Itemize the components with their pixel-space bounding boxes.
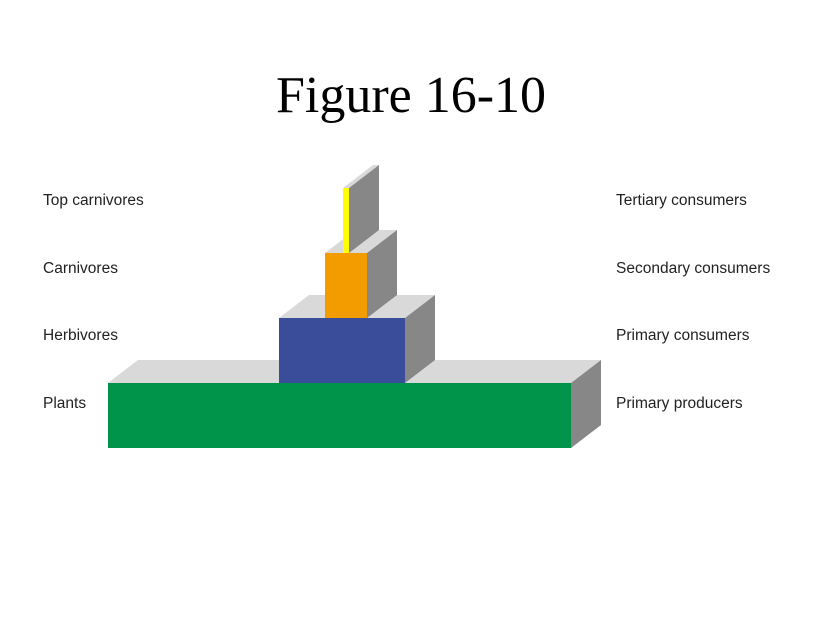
plants-block-side bbox=[571, 360, 601, 448]
plants-block-front bbox=[108, 383, 571, 448]
herbivores-block-side bbox=[405, 295, 435, 383]
right-label-tertiary: Tertiary consumers bbox=[616, 192, 747, 209]
left-label-herbivores: Herbivores bbox=[43, 327, 118, 344]
right-label-primary-consumers: Primary consumers bbox=[616, 327, 750, 344]
left-label-plants: Plants bbox=[43, 395, 87, 412]
top-carnivores-block-top bbox=[343, 165, 379, 188]
left-label-carnivores: Carnivores bbox=[43, 260, 118, 277]
top-carnivores-block-side bbox=[349, 165, 379, 253]
left-label-top-carnivores: Top carnivores bbox=[43, 192, 144, 209]
right-label-secondary: Secondary consumers bbox=[616, 260, 771, 277]
carnivores-block-side bbox=[367, 230, 397, 318]
figure-title: Figure 16-10 bbox=[275, 67, 547, 124]
carnivores-block-front bbox=[325, 253, 367, 318]
top-carnivores-block-front bbox=[343, 188, 349, 253]
herbivores-block-front bbox=[279, 318, 405, 383]
right-label-primary-producers: Primary producers bbox=[616, 395, 743, 412]
